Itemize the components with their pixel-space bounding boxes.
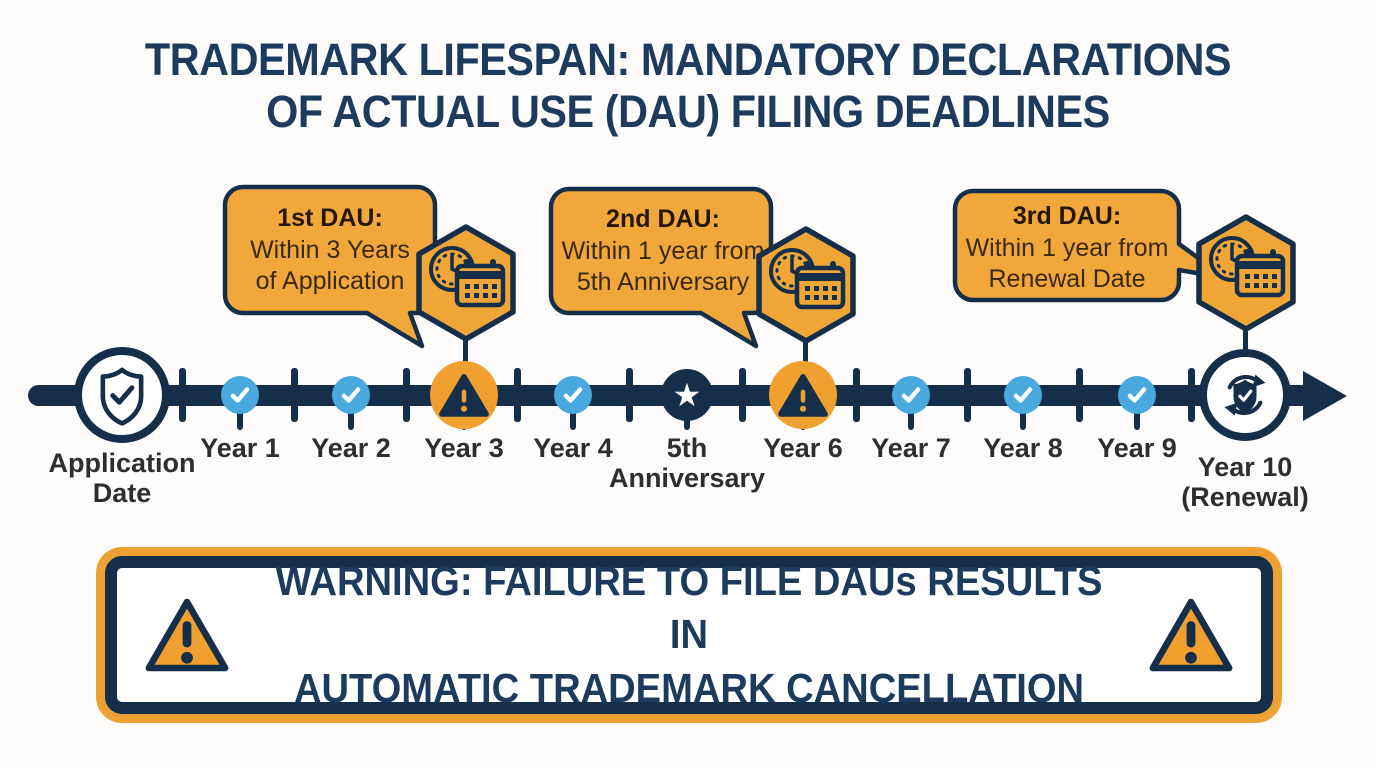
- label-year-10-renewal: Year 10 (Renewal): [1181, 452, 1309, 513]
- callout-line1: Within 1 year from: [965, 233, 1169, 262]
- marker-stem: [908, 398, 914, 430]
- callout-line1: Within 1 year from: [561, 236, 765, 265]
- marker-stem: [1020, 398, 1026, 430]
- check-icon: [901, 387, 921, 403]
- timeline-tick: [514, 368, 521, 422]
- timeline-tick: [291, 368, 298, 422]
- timeline-tick: [403, 368, 410, 422]
- clock-calendar-icon: [752, 225, 860, 347]
- warning-banner-inner: WARNING: FAILURE TO FILE DAUs RESULTS IN…: [105, 556, 1273, 714]
- application-date-marker: [74, 347, 170, 443]
- warning-triangle-icon: [1149, 598, 1233, 672]
- marker-5th-anniversary: ★: [661, 369, 713, 421]
- label-year-9: Year 9: [1097, 433, 1177, 463]
- callout-heading: 3rd DAU:: [1012, 202, 1122, 230]
- callout-heading: 2nd DAU:: [606, 205, 720, 233]
- marker-stem: [1134, 398, 1140, 430]
- timeline-tick: [739, 368, 746, 422]
- label-year-6: Year 6: [763, 433, 843, 463]
- label-year-3: Year 3: [424, 433, 504, 463]
- check-icon: [341, 387, 361, 403]
- marker-year-4: [554, 376, 592, 414]
- page-title-line1: TRADEMARK LIFESPAN: MANDATORY DECLARATIO…: [144, 34, 1232, 85]
- warning-text-line1: WARNING: FAILURE TO FILE DAUs RESULTS IN: [275, 558, 1103, 658]
- callout-line2: Renewal Date: [988, 265, 1146, 293]
- timeline-arrow-icon: [1303, 371, 1347, 421]
- marker-year-6-warning: [769, 361, 837, 429]
- label-year-7: Year 7: [871, 433, 951, 463]
- label-year-2: Year 2: [311, 433, 391, 463]
- page-title-line2: OF ACTUAL USE (DAU) FILING DEADLINES: [266, 86, 1110, 138]
- star-icon: ★: [672, 377, 702, 413]
- check-icon: [230, 387, 250, 403]
- warning-text: WARNING: FAILURE TO FILE DAUs RESULTS IN…: [263, 555, 1115, 715]
- speech-bubble-icon: [548, 186, 774, 349]
- label-year-8: Year 8: [983, 433, 1063, 463]
- callout-heading: 1st DAU:: [277, 204, 383, 232]
- year-10-renewal-marker: [1199, 349, 1291, 441]
- timeline-tick: [1188, 368, 1195, 422]
- hexagon-connector: [463, 334, 468, 368]
- timeline-tick: [179, 368, 186, 422]
- callout-line2: of Application: [255, 267, 405, 295]
- page-title: TRADEMARK LIFESPAN: MANDATORY DECLARATIO…: [55, 34, 1321, 138]
- label-application-date: Application Date: [48, 448, 196, 509]
- callout-1st-dau: 1st DAU: Within 3 Years of Application: [222, 184, 438, 360]
- timeline-tick: [964, 368, 971, 422]
- check-icon: [1127, 387, 1147, 403]
- shield-check-icon: [100, 367, 144, 426]
- clock-calendar-icon: [412, 223, 520, 345]
- marker-year-2: [332, 376, 370, 414]
- speech-bubble-icon: [952, 188, 1229, 303]
- marker-stem: [570, 398, 576, 430]
- hexagon-connector: [1243, 324, 1248, 354]
- timeline-tick: [626, 368, 633, 422]
- renewal-shield-icon: [1224, 374, 1266, 416]
- label-year-4: Year 4: [533, 433, 613, 463]
- label-5th-anniversary: 5th Anniversary: [608, 433, 766, 494]
- marker-stem: [348, 398, 354, 430]
- speech-bubble-icon: [222, 184, 438, 349]
- marker-year-9: [1118, 376, 1156, 414]
- callout-2nd-dau: 2nd DAU: Within 1 year from 5th Annivers…: [548, 186, 778, 356]
- warning-text-line2: AUTOMATIC TRADEMARK CANCELLATION: [293, 664, 1085, 711]
- warning-banner: WARNING: FAILURE TO FILE DAUs RESULTS IN…: [96, 547, 1282, 723]
- label-year-1: Year 1: [200, 433, 280, 463]
- marker-year-8: [1004, 376, 1042, 414]
- marker-year-3-warning: [430, 361, 498, 429]
- clock-calendar-icon: [1192, 213, 1300, 335]
- timeline-tick: [853, 368, 860, 422]
- callout-line1: Within 3 Years: [250, 235, 410, 264]
- marker-year-1: [221, 376, 259, 414]
- marker-year-7: [892, 376, 930, 414]
- timeline-tick: [1076, 368, 1083, 422]
- callout-3rd-dau: 3rd DAU: Within 1 year from Renewal Date: [952, 188, 1232, 306]
- check-icon: [1013, 387, 1033, 403]
- warning-triangle-icon: [439, 373, 489, 417]
- hexagon-connector: [803, 336, 808, 370]
- marker-stem: [237, 398, 243, 430]
- check-icon: [563, 387, 583, 403]
- warning-triangle-icon: [778, 373, 828, 417]
- warning-triangle-icon: [145, 598, 229, 672]
- callout-line2: 5th Anniversary: [576, 268, 750, 296]
